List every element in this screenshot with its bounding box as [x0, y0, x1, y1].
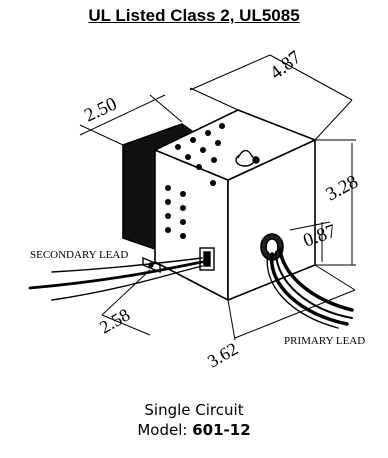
model-number: 601-12: [192, 421, 251, 439]
switch-knob: [235, 149, 260, 167]
model-line: Model: 601-12: [0, 420, 388, 440]
dimension-width: 2.50: [81, 93, 120, 126]
primary-grommet: [260, 233, 284, 261]
model-label: Model:: [137, 421, 193, 439]
secondary-connector: [199, 247, 215, 271]
secondary-lead-label: SECONDARY LEAD: [30, 249, 128, 261]
transformer-box: [122, 109, 316, 301]
circuit-type: Single Circuit: [144, 401, 244, 419]
page-title: UL Listed Class 2, UL5085: [88, 6, 300, 25]
top-vent-holes: [175, 123, 225, 186]
secondary-lead-wires: [28, 257, 204, 301]
caption: Single Circuit Model: 601-12: [0, 400, 388, 440]
primary-lead-wires: [266, 248, 354, 329]
side-vent-holes: [165, 185, 186, 239]
transformer-diagram: 2.50 4.87 3.28 0.87 2.58 3.62 SECONDARY …: [0, 40, 388, 385]
dimension-lines: [79, 54, 356, 341]
primary-lead-label: PRIMARY LEAD: [284, 335, 365, 347]
dimension-height: 3.28: [322, 171, 361, 205]
dimension-length: 4.87: [266, 47, 305, 84]
dimension-length-bottom: 3.62: [204, 338, 241, 371]
dimension-depth: 2.58: [96, 304, 133, 337]
